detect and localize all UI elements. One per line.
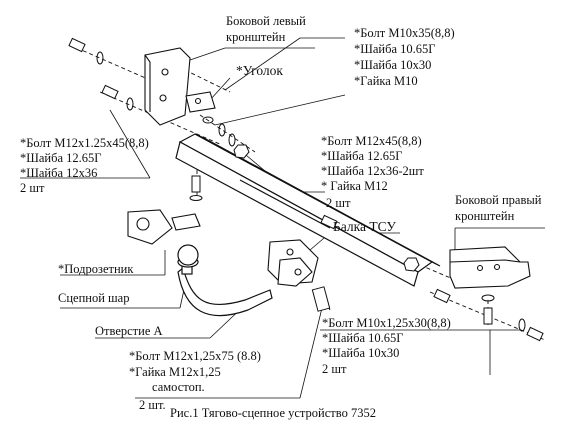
label-socket-holder: *Подрозетник (58, 262, 134, 276)
kit-middle-line1: *Болт M12x45(8,8) (321, 134, 422, 148)
bolt-icon (433, 288, 451, 304)
kit-bottom-line4: 2 шт. (139, 398, 166, 412)
kit-left-line2: *Шайба 12.65Г (20, 151, 102, 165)
kit-bottom-right-line4: 2 шт (322, 362, 347, 376)
kit-middle-line5: 2 шт (326, 196, 351, 210)
washer-icon (202, 116, 214, 124)
label-left-bracket-line2: кронштейн (226, 30, 286, 44)
kit-middle-line3: *Шайба 12x36-2шт (321, 164, 424, 178)
bolt-icon (311, 286, 331, 312)
label-right-bracket-line2: кронштейн (455, 209, 515, 223)
bolt-icon (483, 307, 493, 325)
bolt-icon (320, 214, 338, 230)
bolt-icon (191, 175, 201, 193)
kit-bottom-right-line1: *Болт M10x1,25x30(8,8) (322, 316, 451, 330)
label-right-bracket-line1: Боковой правый (455, 193, 542, 207)
kit-left-line1: *Болт M12x1.25x45(8,8) (20, 136, 149, 150)
kit-bottom-right-line3: *Шайба 10x30 (322, 346, 400, 360)
right-bracket (449, 246, 531, 289)
kit-bottom-right-line2: *Шайба 10.65Г (322, 331, 404, 345)
kit-middle-line2: *Шайба 12.65Г (321, 149, 403, 163)
kit-bottom-line1: *Болт M12x1,25x75 (8.8) (129, 349, 261, 363)
washer-icon (228, 133, 236, 147)
kit-bottom-line2: *Гайка M12x1,25 (129, 365, 221, 379)
fasteners (68, 37, 544, 342)
washer-icon (96, 51, 104, 65)
washer-icon (518, 318, 526, 332)
label-beam: Балка ТСУ (333, 219, 396, 234)
label-hole: Отверстие А (95, 324, 163, 338)
label-ball: Сцепной шар (58, 291, 130, 305)
kit-left-line3: *Шайба 12x36 (20, 166, 98, 180)
bolt-icon (101, 84, 119, 100)
kit-top-right-line1: *Болт M10x35(8,8) (354, 26, 455, 40)
bolt-icon (526, 326, 544, 342)
kit-top-right-line4: *Гайка M10 (354, 74, 418, 88)
beam-plates (267, 239, 319, 287)
towbar-beam (175, 133, 441, 287)
label-angle: *Уголок (236, 63, 283, 78)
nut-icon (403, 257, 420, 272)
left-bracket (144, 47, 216, 126)
ball-arm (177, 244, 273, 317)
kit-bottom-line3: самостоп. (152, 380, 205, 394)
kit-middle-line4: * Гайка M12 (321, 179, 388, 193)
kit-top-right-line2: *Шайба 10.65Г (354, 42, 436, 56)
kit-top-right-line3: *Шайба 10x30 (354, 58, 432, 72)
socket-holder (127, 209, 201, 245)
nut-icon (233, 144, 250, 159)
label-left-bracket-line1: Боковой левый (226, 14, 306, 28)
kit-left-line4: 2 шт (20, 181, 45, 195)
bolt-icon (68, 37, 86, 53)
washer-icon (481, 294, 495, 302)
washer-icon (218, 123, 226, 137)
washer-icon (189, 195, 203, 201)
washer-icon (126, 97, 134, 111)
